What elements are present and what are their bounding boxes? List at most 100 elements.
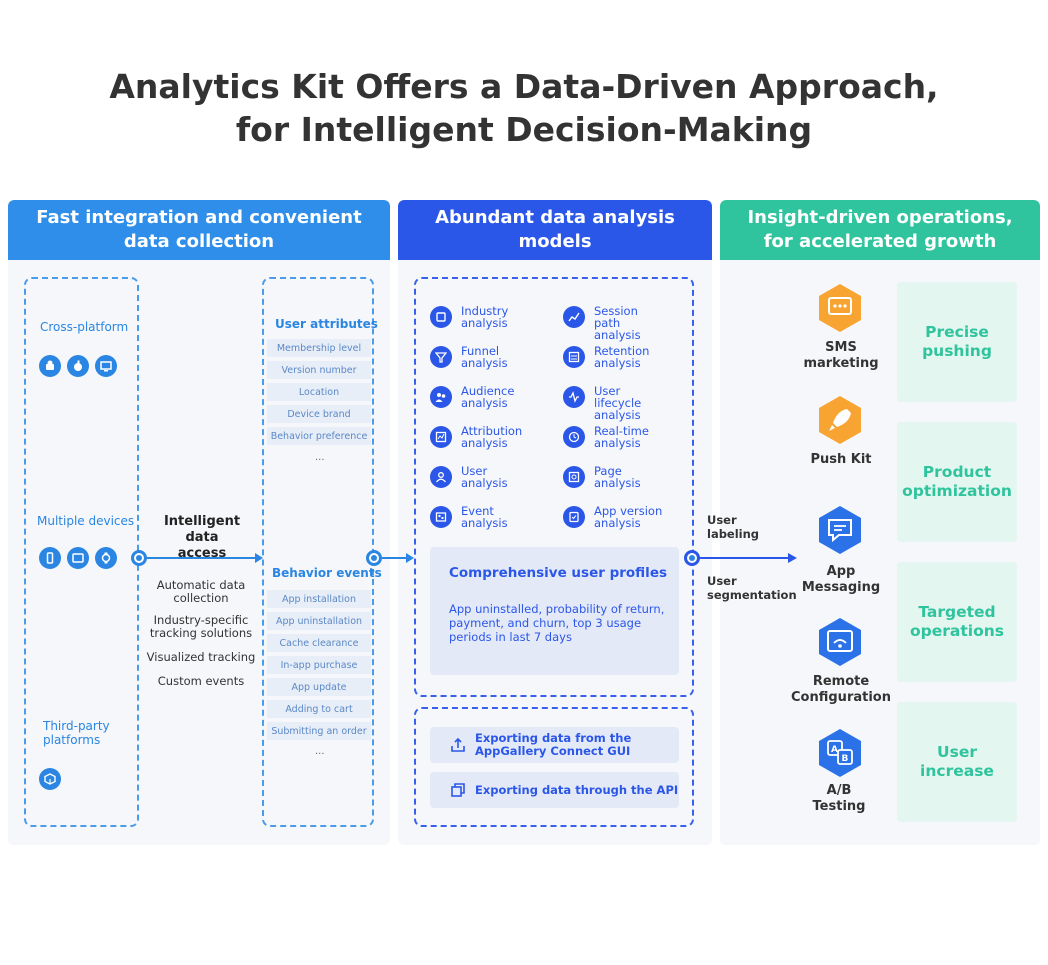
attributes-events-box — [262, 277, 374, 827]
model-attribution: Attribution analysis — [430, 425, 523, 449]
desktop-icon — [95, 355, 117, 377]
model-label: Retention analysis — [594, 344, 650, 370]
center-item-industry: Industry-specific tracking solutions — [149, 613, 253, 640]
models-box — [414, 277, 694, 697]
app-messaging-icon — [819, 506, 861, 554]
ab-testing-icon: A B — [819, 729, 861, 777]
apple-icon — [67, 355, 89, 377]
export-gui-item[interactable]: Exporting data from the AppGallery Conne… — [430, 727, 679, 763]
model-page: Page analysis — [563, 465, 646, 489]
attribution-icon — [430, 426, 452, 448]
event-chip: Adding to cart — [267, 700, 371, 718]
panel-head-text: Fast integration and convenient data col… — [36, 207, 362, 252]
export-gui-label: Exporting data from the AppGallery Conne… — [475, 731, 632, 758]
outcome-product-optimization: Product optimization — [897, 422, 1017, 542]
center-item-visualized: Visualized tracking — [146, 650, 256, 664]
source-label-multiple-devices: Multiple devices — [37, 514, 135, 528]
export-api-item[interactable]: Exporting data through the API — [430, 772, 679, 808]
outcome-targeted-operations: Targeted operations — [897, 562, 1017, 682]
copy-icon — [451, 783, 465, 797]
funnel-icon — [430, 346, 452, 368]
attribute-more: ... — [315, 452, 325, 463]
outcome-label: Precise pushing — [922, 323, 992, 360]
model-realtime: Real-time analysis — [563, 425, 664, 449]
model-lifecycle: User lifecycle analysis — [563, 385, 664, 421]
model-label: Real-time analysis — [594, 424, 649, 450]
model-event: Event analysis — [430, 505, 513, 529]
center-item-automatic: Automatic data collection — [156, 578, 246, 605]
attribute-chip: Device brand — [267, 405, 371, 423]
user-segmentation-label: User segmentation — [707, 574, 797, 602]
page-title-line2: for Intelligent Decision-Making — [235, 110, 813, 149]
user-labeling-label: User labeling — [707, 513, 760, 541]
attribute-chip: Membership level — [267, 339, 371, 357]
svg-text:A: A — [831, 745, 838, 755]
tool-sms-marketing: SMS marketing — [803, 340, 879, 371]
model-label: Session path analysis — [594, 304, 641, 342]
flow-arrow-left — [146, 553, 263, 563]
behavior-events-title: Behavior events — [272, 566, 382, 580]
event-chip: App uninstallation — [267, 612, 371, 630]
page-icon — [563, 466, 585, 488]
model-funnel: Funnel analysis — [430, 345, 519, 369]
clock-icon — [563, 426, 585, 448]
user-profile-title: Comprehensive user profiles — [449, 565, 668, 581]
event-chip: App update — [267, 678, 371, 696]
model-user: User analysis — [430, 465, 511, 489]
model-label: Industry analysis — [461, 304, 509, 330]
sms-marketing-icon — [819, 284, 861, 332]
event-chip: In-app purchase — [267, 656, 371, 674]
outcome-label: User increase — [920, 743, 994, 780]
source-label-third-party: Third-party platforms — [43, 719, 110, 747]
model-label: User analysis — [461, 464, 508, 490]
tool-app-messaging: App Messaging — [801, 564, 881, 595]
model-industry: Industry analysis — [430, 305, 519, 329]
export-api-label: Exporting data through the API — [475, 783, 679, 797]
industry-icon — [430, 306, 452, 328]
lifecycle-icon — [563, 386, 585, 408]
attribute-chip: Location — [267, 383, 371, 401]
user-profile-desc: App uninstalled, probability of return, … — [449, 602, 665, 644]
export-box — [414, 707, 694, 827]
panel-head-text: Abundant data analysis models — [435, 207, 675, 252]
model-label: User lifecycle analysis — [594, 384, 642, 422]
flow-node-right — [684, 550, 700, 566]
outcome-user-increase: User increase — [897, 702, 1017, 822]
phone-icon — [39, 547, 61, 569]
attribute-chip: Version number — [267, 361, 371, 379]
flow-arrow-right — [699, 553, 797, 563]
audience-icon — [430, 386, 452, 408]
page-title-line1: Analytics Kit Offers a Data-Driven Appro… — [109, 67, 939, 106]
model-retention: Retention analysis — [563, 345, 664, 369]
model-label: Funnel analysis — [461, 344, 508, 370]
panel-head-data-collection: Fast integration and convenient data col… — [8, 200, 390, 260]
panel-head-text: Insight-driven operations, for accelerat… — [747, 207, 1013, 252]
user-icon — [430, 466, 452, 488]
outcome-label: Product optimization — [902, 463, 1012, 500]
outcome-label: Targeted operations — [910, 603, 1004, 640]
tablet-icon — [67, 547, 89, 569]
panel-head-operations: Insight-driven operations, for accelerat… — [720, 200, 1040, 260]
model-label: Attribution analysis — [461, 424, 523, 450]
tool-ab-testing: A/B Testing — [812, 783, 866, 814]
center-item-custom: Custom events — [157, 674, 245, 688]
retention-icon — [563, 346, 585, 368]
model-label: Event analysis — [461, 504, 508, 530]
attribute-chip: Behavior preference — [267, 427, 371, 445]
model-label: Page analysis — [594, 464, 641, 490]
outcome-precise-pushing: Precise pushing — [897, 282, 1017, 402]
user-profile-card: Comprehensive user profiles App uninstal… — [430, 547, 679, 675]
event-chip: Cache clearance — [267, 634, 371, 652]
panel-data-collection: Fast integration and convenient data col… — [8, 200, 390, 845]
flow-arrow-middle — [382, 553, 414, 563]
flow-node-left — [131, 550, 147, 566]
android-icon — [39, 355, 61, 377]
event-icon — [430, 506, 452, 528]
event-chip: App installation — [267, 590, 371, 608]
remote-config-icon — [819, 618, 861, 666]
watch-icon — [95, 547, 117, 569]
cube-icon — [39, 768, 61, 790]
source-label-cross-platform: Cross-platform — [40, 320, 129, 334]
flow-node-middle — [366, 550, 382, 566]
svg-text:B: B — [842, 754, 849, 764]
